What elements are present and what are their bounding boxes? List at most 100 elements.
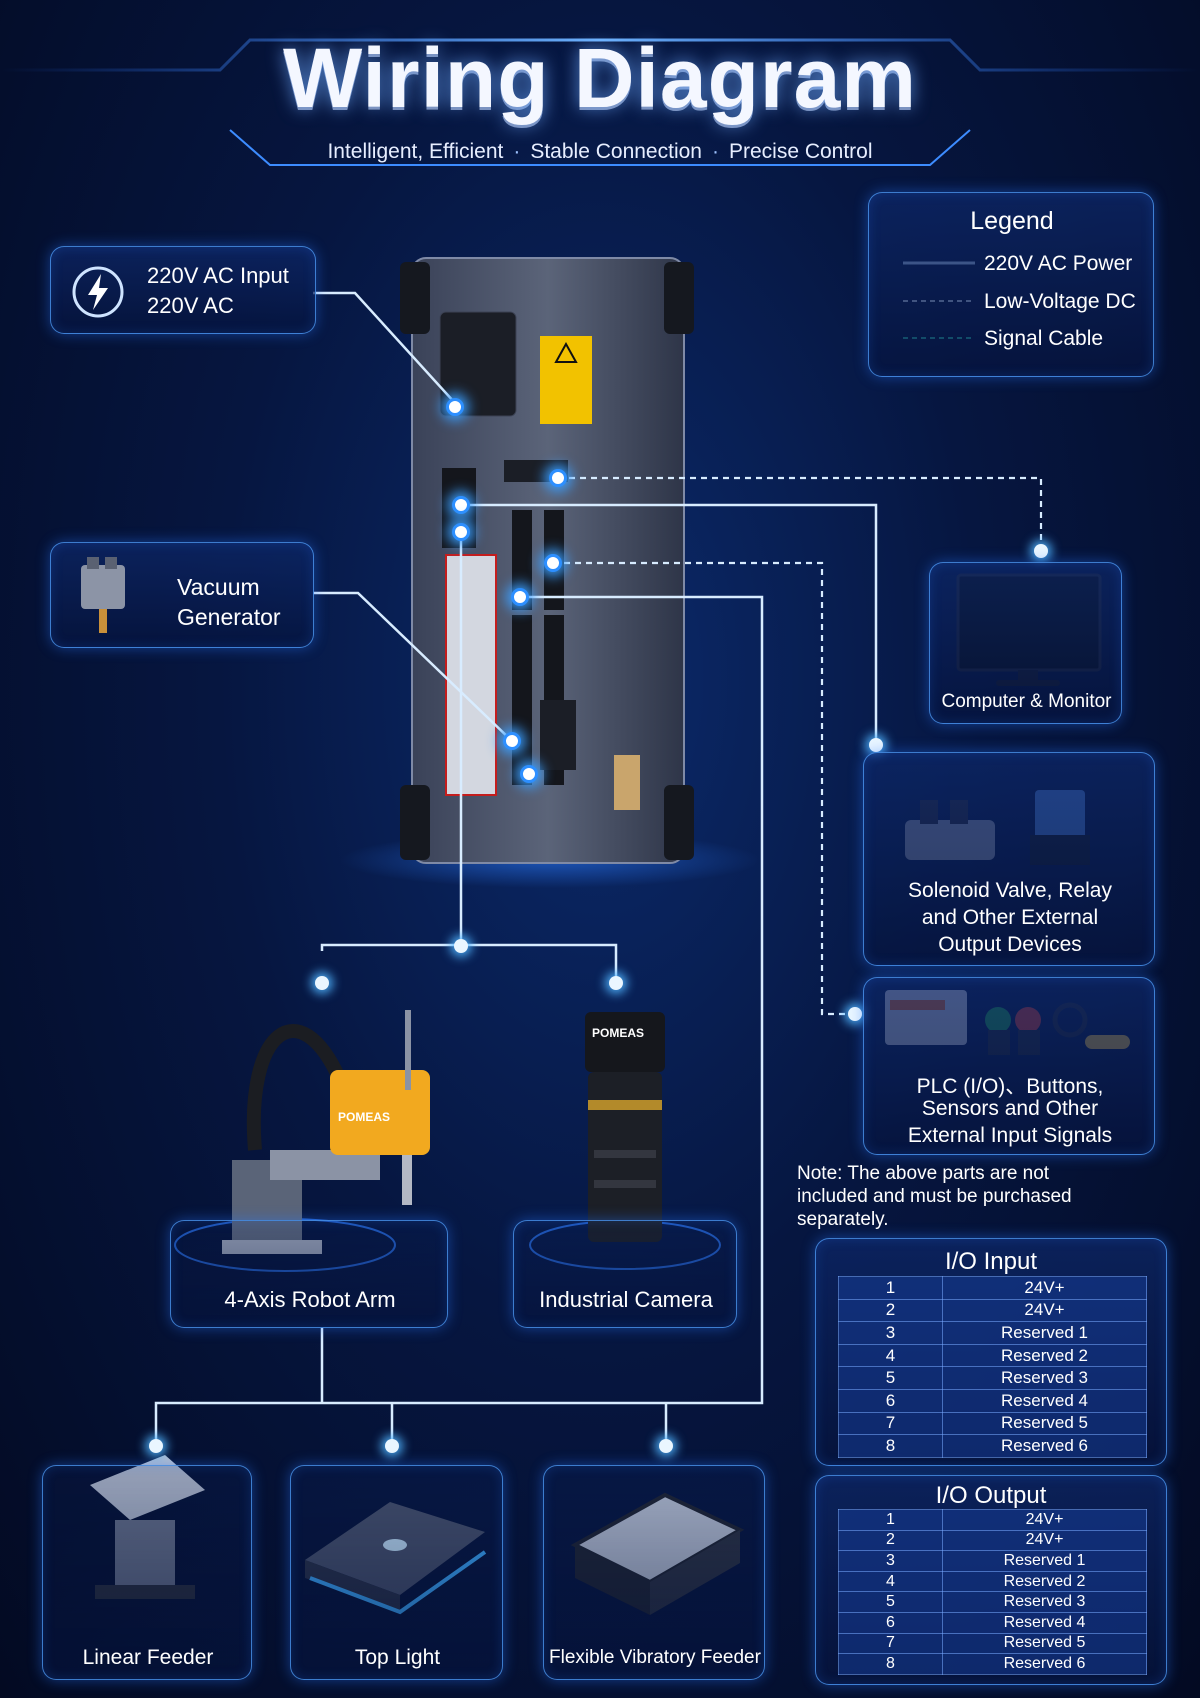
linear-feeder-label: Linear Feeder: [82, 1646, 214, 1669]
vacuum-generator-icon: [81, 557, 125, 633]
flex-feeder-panel: Flexible Vibratory Feeder: [543, 1465, 765, 1680]
solenoid-relay-panel: Solenoid Valve, Relay and Other External…: [863, 752, 1155, 966]
subtitle-part-3: Precise Control: [728, 140, 873, 163]
computer-monitor-panel: Computer & Monitor: [929, 562, 1122, 724]
io-pin-number: 2: [838, 1529, 943, 1552]
io-pin-number: 1: [838, 1276, 943, 1300]
vacuum-generator-panel: Vacuum Generator: [50, 542, 314, 648]
top-light-panel: Top Light: [290, 1465, 503, 1680]
endpoint-computer: [1034, 544, 1048, 558]
vacuum-generator-label-1: Vacuum: [177, 574, 260, 600]
ac-input-label: 220V AC Input: [147, 263, 289, 288]
io-pin-value: 24V+: [942, 1276, 1147, 1300]
endpoint-camera: [609, 976, 623, 990]
io-pin-value: Reserved 6: [942, 1434, 1147, 1458]
industrial-camera-label: Industrial Camera: [539, 1287, 713, 1312]
port-ac-input: [446, 398, 464, 416]
plc-label-2: Sensors and Other: [921, 1097, 1099, 1120]
io-pin-number: 3: [838, 1321, 943, 1345]
computer-monitor-label: Computer & Monitor: [941, 691, 1112, 712]
plc-label-1: PLC (I/O)、Buttons,: [916, 1075, 1104, 1098]
endpoint-plc: [848, 1007, 862, 1021]
endpoint-robot: [315, 976, 329, 990]
io-pin-number: 6: [838, 1388, 943, 1413]
io-pin-number: 7: [838, 1411, 943, 1436]
robot-arm-panel: 4-Axis Robot Arm: [170, 1220, 448, 1328]
ac-input-panel: 220V AC Input 220V AC: [50, 246, 316, 334]
purchase-note: Note: The above parts are not included a…: [797, 1163, 1072, 1230]
controller-cabinet: [340, 257, 760, 888]
io-pin-value: Reserved 6: [942, 1653, 1147, 1675]
port-aux: [520, 765, 538, 783]
io-pin-value: Reserved 4: [942, 1388, 1147, 1413]
endpoint-linear-feeder: [149, 1439, 163, 1453]
io-pin-number: 6: [838, 1611, 943, 1634]
io-input-title: I/O Input: [944, 1248, 1038, 1275]
endpoint-junction: [454, 939, 468, 953]
subtitle-separator-1: ·: [513, 140, 521, 163]
io-pin-number: 8: [838, 1653, 943, 1675]
top-light-label: Top Light: [354, 1646, 441, 1669]
robot-arm-label: 4-Axis Robot Arm: [224, 1287, 396, 1312]
plc-label-3: External Input Signals: [907, 1124, 1113, 1147]
solenoid-label-3: Output Devices: [938, 933, 1082, 956]
io-output-title: I/O Output: [935, 1482, 1047, 1509]
io-pin-value: Reserved 3: [942, 1591, 1147, 1613]
port-feeder: [511, 588, 529, 606]
subtitle-part-2: Stable Connection: [530, 140, 702, 163]
io-pin-number: 2: [838, 1298, 943, 1323]
io-pin-number: 4: [838, 1570, 943, 1593]
plc-inputs-panel: PLC (I/O)、Buttons, Sensors and Other Ext…: [863, 977, 1155, 1155]
port-io-robot: [452, 523, 470, 541]
legend-title: Legend: [970, 207, 1054, 235]
flex-feeder-label: Flexible Vibratory Feeder: [549, 1647, 761, 1668]
io-pin-value: Reserved 1: [942, 1550, 1147, 1572]
camera-brand-label: POMEAS: [592, 1026, 645, 1040]
robot-brand-label: POMEAS: [338, 1110, 391, 1124]
io-pin-value: 24V+: [942, 1298, 1147, 1323]
io-pin-value: 24V+: [942, 1509, 1147, 1531]
vacuum-generator-label-2: Generator: [177, 604, 281, 630]
lightning-icon: [72, 266, 124, 318]
io-pin-value: Reserved 1: [942, 1321, 1147, 1345]
linear-feeder-panel: Linear Feeder: [42, 1465, 252, 1680]
io-pin-number: 5: [838, 1591, 943, 1613]
io-pin-number: 8: [838, 1434, 943, 1458]
legend-item-low-voltage-dc: Low-Voltage DC: [984, 290, 1136, 313]
page-title: Wiring Diagram: [283, 31, 917, 125]
io-pin-value: Reserved 2: [942, 1343, 1147, 1368]
io-pin-number: 7: [838, 1632, 943, 1655]
io-pin-number: 4: [838, 1343, 943, 1368]
legend-panel: Legend 220V AC Power Low-Voltage DC Sign…: [868, 192, 1154, 377]
industrial-camera-panel: Industrial Camera: [513, 1220, 737, 1328]
io-pin-value: Reserved 4: [942, 1611, 1147, 1634]
io-pin-number: 1: [838, 1509, 943, 1531]
port-signal: [549, 469, 567, 487]
io-pin-value: Reserved 3: [942, 1366, 1147, 1390]
legend-item-ac-power: 220V AC Power: [984, 252, 1133, 275]
subtitle-part-1: Intelligent, Efficient: [327, 140, 504, 163]
ac-input-voltage: 220V AC: [147, 293, 234, 318]
io-pin-value: 24V+: [942, 1529, 1147, 1552]
endpoint-solenoid: [869, 738, 883, 752]
port-io-output: [452, 496, 470, 514]
subtitle-separator-2: ·: [711, 140, 719, 163]
